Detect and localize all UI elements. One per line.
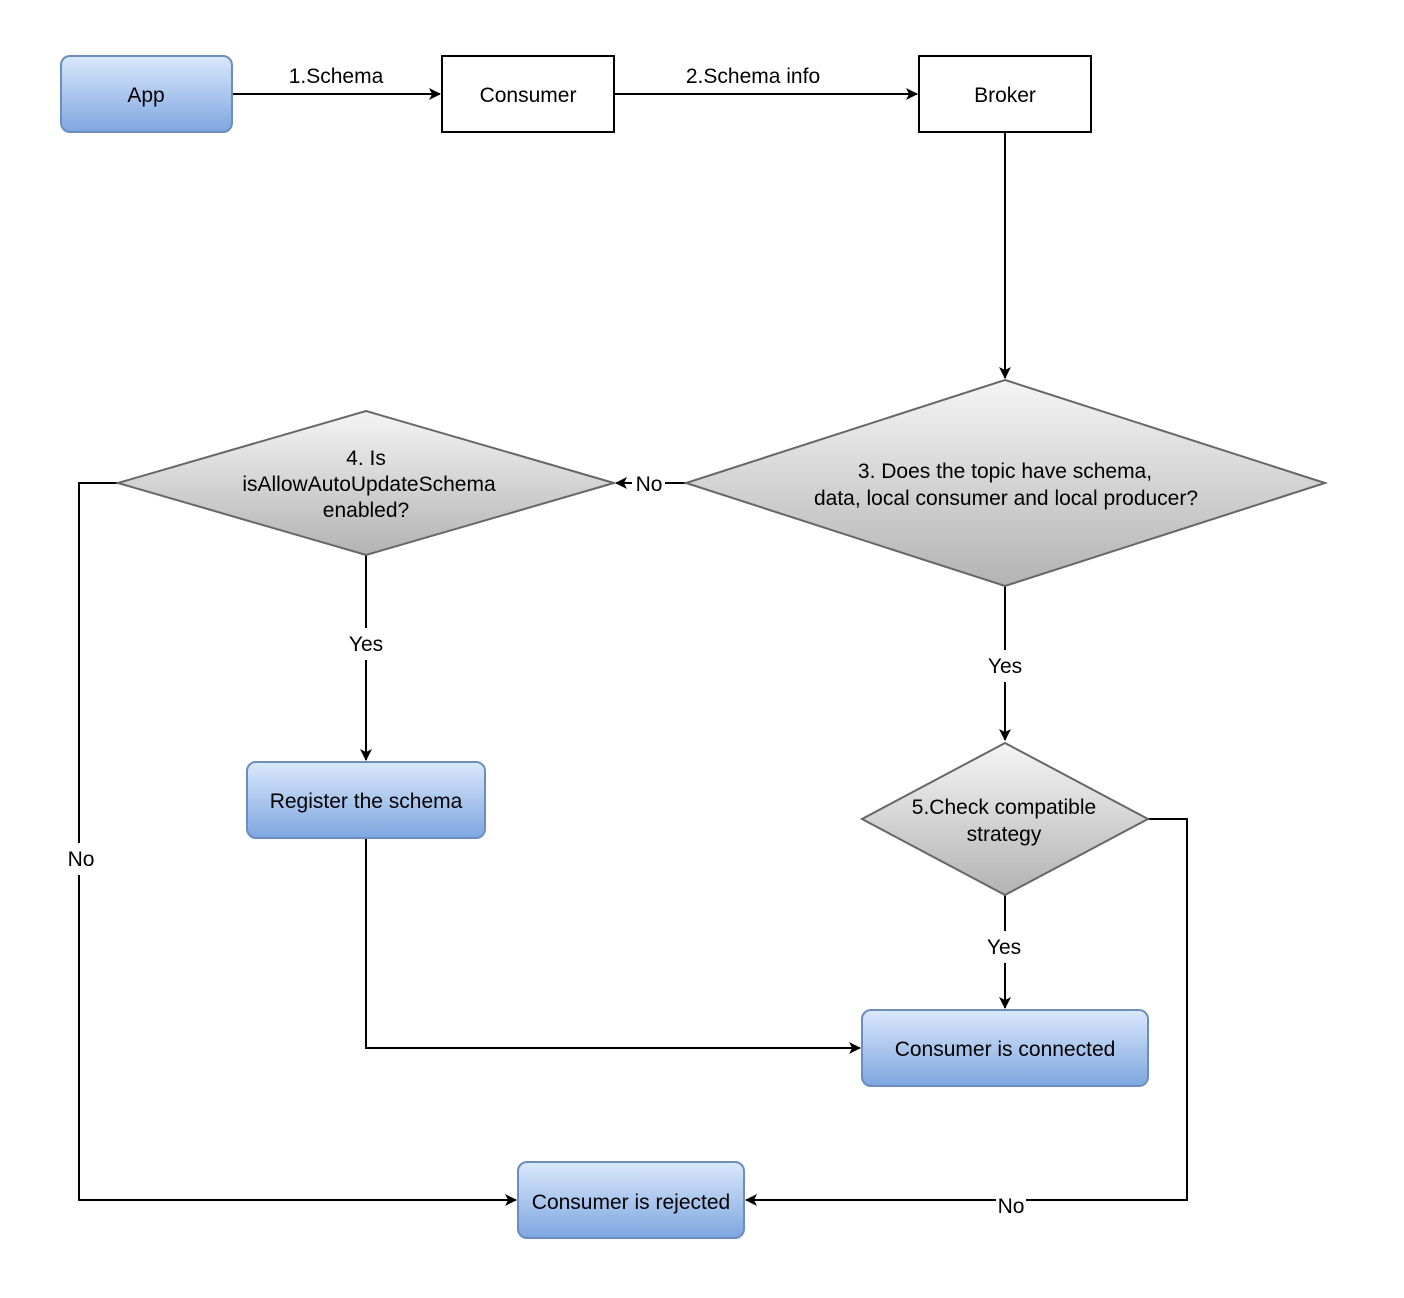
edge-auto-update-no-to-rejected: [78, 482, 517, 1206]
node-consumer-rejected-label: Consumer is rejected: [532, 1191, 730, 1214]
node-broker: Broker: [918, 55, 1092, 133]
node-consumer-label: Consumer: [480, 84, 577, 107]
node-register-schema-label: Register the schema: [270, 790, 463, 813]
node-app: App: [60, 55, 233, 133]
edge-label-compat-yes: Yes: [987, 936, 1021, 959]
edge-register-to-connected: [365, 838, 861, 1054]
node-consumer: Consumer: [441, 55, 615, 133]
edge-label-topic-no: No: [636, 473, 663, 496]
node-consumer-connected-label: Consumer is connected: [895, 1038, 1116, 1061]
edge-compat-no-to-rejected: [745, 818, 1188, 1206]
edge-label-compat-no: No: [998, 1195, 1025, 1218]
decision-auto-update-schema: 4. Is isAllowAutoUpdateSchema enabled?: [114, 409, 618, 557]
node-register-schema: Register the schema: [246, 761, 486, 839]
edge-label-topic-yes: Yes: [988, 655, 1022, 678]
decision-compat-line-2: strategy: [967, 823, 1042, 846]
decision-topic-line-2: data, local consumer and local producer?: [814, 487, 1198, 510]
node-broker-label: Broker: [974, 84, 1036, 107]
node-consumer-rejected: Consumer is rejected: [517, 1161, 745, 1239]
decision-auto-update-line-2: isAllowAutoUpdateSchema: [242, 473, 496, 496]
edge-label-auto-update-yes: Yes: [349, 633, 383, 656]
decision-topic-line-1: 3. Does the topic have schema,: [858, 460, 1152, 483]
edge-label-schema: 1.Schema: [289, 65, 384, 88]
node-consumer-connected: Consumer is connected: [861, 1009, 1149, 1087]
decision-compatible-strategy: 5.Check compatible strategy: [859, 741, 1151, 897]
decision-auto-update-line-1: 4. Is: [346, 447, 386, 470]
edge-label-schema-info: 2.Schema info: [686, 65, 820, 88]
edge-label-auto-update-no: No: [68, 848, 95, 871]
decision-auto-update-line-3: enabled?: [323, 499, 409, 522]
decision-topic-has-schema: 3. Does the topic have schema, data, loc…: [682, 378, 1329, 588]
node-app-label: App: [127, 84, 164, 107]
decision-compat-line-1: 5.Check compatible: [912, 796, 1096, 819]
